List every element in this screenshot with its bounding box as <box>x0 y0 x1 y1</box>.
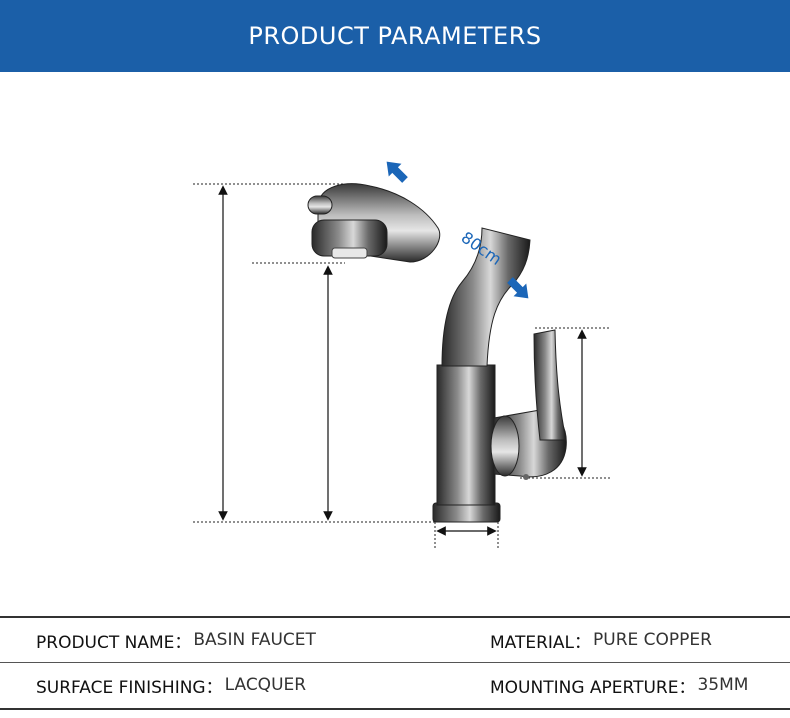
page-title: PRODUCT PARAMETERS <box>248 22 542 50</box>
table-top-rule <box>0 616 790 618</box>
spec-row: SURFACE FINISHING： LACQUER MOUNTING APER… <box>0 663 790 707</box>
mounting-aperture-spec: MOUNTING APERTURE： 35MM <box>490 663 748 707</box>
table-bottom-rule <box>0 708 790 710</box>
material-label: MATERIAL： <box>490 632 592 653</box>
surface-finishing-label: SURFACE FINISHING： <box>36 677 223 698</box>
product-name-spec: PRODUCT NAME： BASIN FAUCET <box>36 618 316 662</box>
surface-finishing-value: LACQUER <box>224 675 307 695</box>
surface-finishing-spec: SURFACE FINISHING： LACQUER <box>36 663 306 707</box>
spec-row: PRODUCT NAME： BASIN FAUCET MATERIAL： PUR… <box>0 618 790 662</box>
dimension-arrows <box>218 185 587 536</box>
rotation-arrows <box>386 161 529 299</box>
faucet-dimension-diagram: 80cm <box>193 161 610 548</box>
spec-table: PRODUCT NAME： BASIN FAUCET MATERIAL： PUR… <box>0 616 790 716</box>
mounting-aperture-label: MOUNTING APERTURE： <box>490 677 696 698</box>
product-name-value: BASIN FAUCET <box>193 630 316 650</box>
product-name-label: PRODUCT NAME： <box>36 632 192 653</box>
mounting-aperture-value: 35MM <box>697 675 749 695</box>
faucet-illustration <box>307 183 567 523</box>
material-value: PURE COPPER <box>593 630 712 650</box>
table-middle-rule <box>0 662 790 663</box>
header-banner: PRODUCT PARAMETERS <box>0 0 790 72</box>
material-spec: MATERIAL： PURE COPPER <box>490 618 712 662</box>
dimension-guides <box>193 183 610 548</box>
